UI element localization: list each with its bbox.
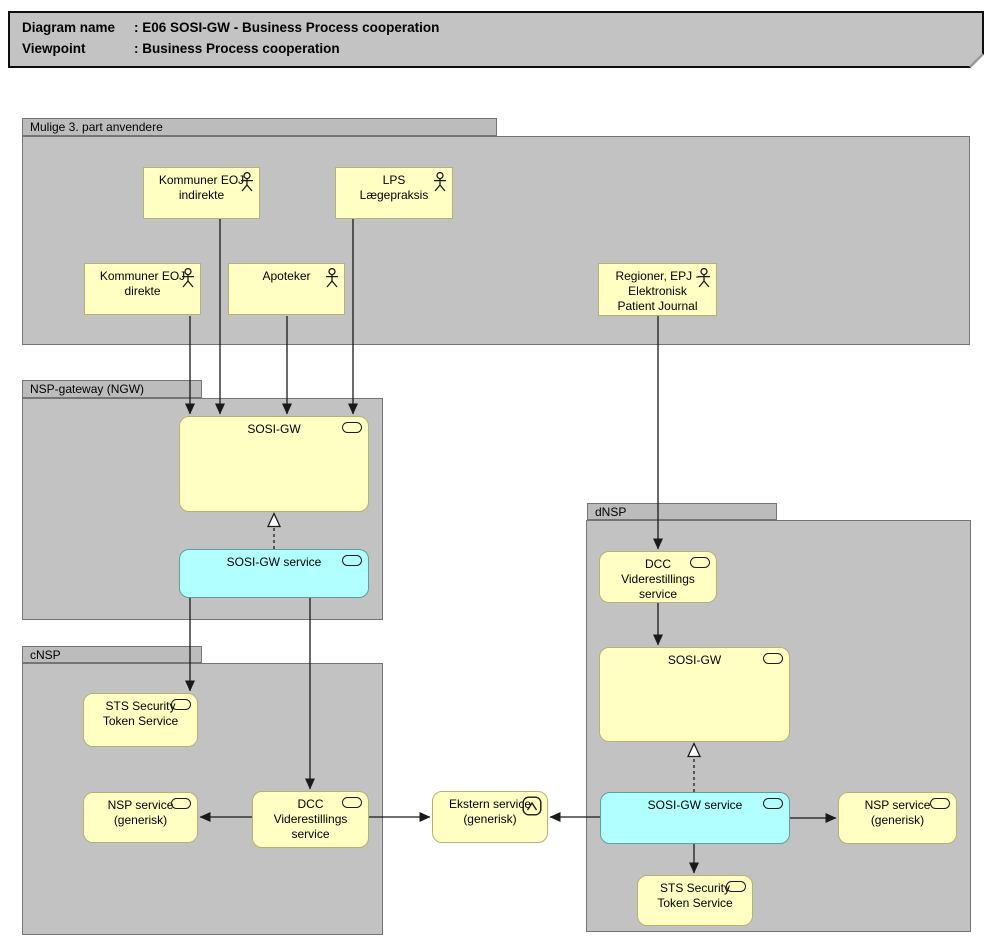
node-ekstern-service[interactable]: Ekstern service (generisk)	[432, 791, 548, 843]
node-label: SOSI-GW	[667, 653, 722, 667]
title-diagram-name-value: : E06 SOSI-GW - Business Process coopera…	[134, 20, 440, 35]
node-apoteker[interactable]: Apoteker	[228, 263, 345, 315]
application-service-icon	[171, 699, 191, 710]
node-label: NSP service (generisk)	[107, 798, 174, 827]
business-actor-icon	[698, 268, 710, 288]
application-service-icon	[171, 798, 191, 809]
node-label: NSP service (generisk)	[864, 798, 931, 827]
business-actor-icon	[241, 172, 253, 192]
group-ngw-tab[interactable]: NSP-gateway (NGW)	[22, 380, 202, 398]
group-cnsp-tab[interactable]: cNSP	[22, 646, 202, 663]
application-service-icon	[342, 422, 362, 433]
group-mulige-label: Mulige 3. part anvendere	[30, 120, 163, 134]
application-service-icon	[342, 797, 362, 808]
group-cnsp-label: cNSP	[30, 648, 61, 662]
node-label: Kommuner EOJ indirekte	[158, 173, 245, 202]
title-viewpoint-value: : Business Process cooperation	[134, 41, 340, 56]
group-mulige-tab[interactable]: Mulige 3. part anvendere	[22, 118, 497, 136]
node-dnsp-dcc[interactable]: DCC Viderestillings service	[599, 551, 717, 603]
application-service-icon	[690, 557, 710, 568]
node-label: STS Security Token Service	[657, 881, 733, 910]
group-ngw-label: NSP-gateway (NGW)	[30, 382, 145, 396]
node-label: Kommuner EOJ direkte	[99, 269, 186, 298]
node-label: LPS Lægepraksis	[359, 173, 429, 202]
node-kommuner-eoj-direkte[interactable]: Kommuner EOJ direkte	[84, 263, 201, 315]
application-service-icon	[763, 653, 783, 664]
group-dnsp-label: dNSP	[595, 505, 627, 519]
title-box: Diagram name : E06 SOSI-GW - Business Pro…	[22, 17, 439, 59]
node-dnsp-nsp-service[interactable]: NSP service (generisk)	[838, 792, 957, 844]
node-cnsp-dcc[interactable]: DCC Viderestillings service	[252, 791, 369, 848]
node-label: DCC Viderestillings service	[273, 797, 348, 841]
node-label: Ekstern service (generisk)	[448, 797, 532, 826]
group-dnsp-tab[interactable]: dNSP	[587, 503, 777, 520]
business-actor-icon	[434, 172, 446, 192]
title-row-diagram-name: Diagram name : E06 SOSI-GW - Business Pro…	[22, 17, 439, 38]
node-dnsp-sosi-gw-service[interactable]: SOSI-GW service	[600, 792, 790, 844]
node-dnsp-sts[interactable]: STS Security Token Service	[637, 875, 753, 926]
node-cnsp-nsp-service[interactable]: NSP service (generisk)	[83, 792, 198, 843]
node-label: STS Security Token Service	[102, 699, 179, 728]
application-service-icon	[930, 798, 950, 809]
node-kommuner-eoj-indirekte[interactable]: Kommuner EOJ indirekte	[143, 167, 260, 219]
node-dnsp-sosi-gw[interactable]: SOSI-GW	[599, 647, 790, 742]
node-lps-laegepraksis[interactable]: LPS Lægepraksis	[335, 167, 453, 219]
node-cnsp-sts[interactable]: STS Security Token Service	[83, 693, 198, 747]
node-ngw-sosi-gw-service[interactable]: SOSI-GW service	[179, 549, 369, 598]
node-label: SOSI-GW service	[226, 555, 322, 569]
node-regioner-epj[interactable]: Regioner, EPJ - Elektronisk Patient Jour…	[598, 263, 717, 316]
application-service-icon	[342, 555, 362, 566]
application-service-icon	[726, 881, 746, 892]
business-actor-icon	[326, 268, 338, 288]
title-row-viewpoint: Viewpoint : Business Process cooperation	[22, 38, 439, 59]
node-label: DCC Viderestillings service	[621, 557, 695, 601]
node-ngw-sosi-gw[interactable]: SOSI-GW	[179, 416, 369, 512]
node-label: SOSI-GW service	[647, 798, 743, 812]
node-label: Regioner, EPJ - Elektronisk Patient Jour…	[615, 269, 700, 313]
business-actor-icon	[182, 268, 194, 288]
external-service-icon	[522, 796, 542, 816]
application-service-icon	[763, 798, 783, 809]
title-diagram-name-label: Diagram name	[22, 20, 116, 35]
node-label: SOSI-GW	[247, 422, 301, 436]
title-viewpoint-label: Viewpoint	[22, 41, 86, 56]
node-label: Apoteker	[262, 269, 311, 283]
